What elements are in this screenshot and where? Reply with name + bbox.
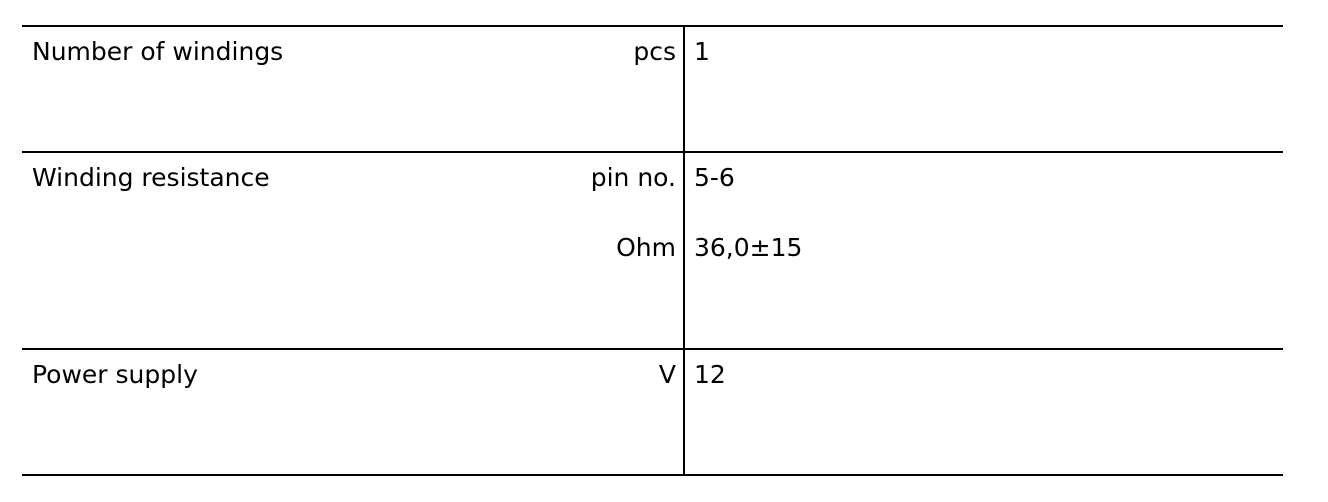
row-unit-secondary: Ohm bbox=[616, 233, 676, 262]
row-unit: pcs bbox=[633, 37, 676, 66]
row-label: Power supply bbox=[32, 360, 198, 389]
row-unit: V bbox=[658, 360, 676, 389]
row-value: 5-6 bbox=[694, 163, 735, 192]
row-value: 12 bbox=[694, 360, 726, 389]
row-divider bbox=[22, 348, 1283, 350]
row-label: Winding resistance bbox=[32, 163, 270, 192]
row-divider bbox=[22, 151, 1283, 153]
table-bottom-border bbox=[22, 474, 1283, 476]
column-divider bbox=[683, 25, 685, 476]
row-label: Number of windings bbox=[32, 37, 284, 66]
row-unit: pin no. bbox=[590, 163, 676, 192]
row-value-secondary: 36,0±15 bbox=[694, 233, 803, 262]
row-value: 1 bbox=[694, 37, 710, 66]
table-top-border bbox=[22, 25, 1283, 27]
